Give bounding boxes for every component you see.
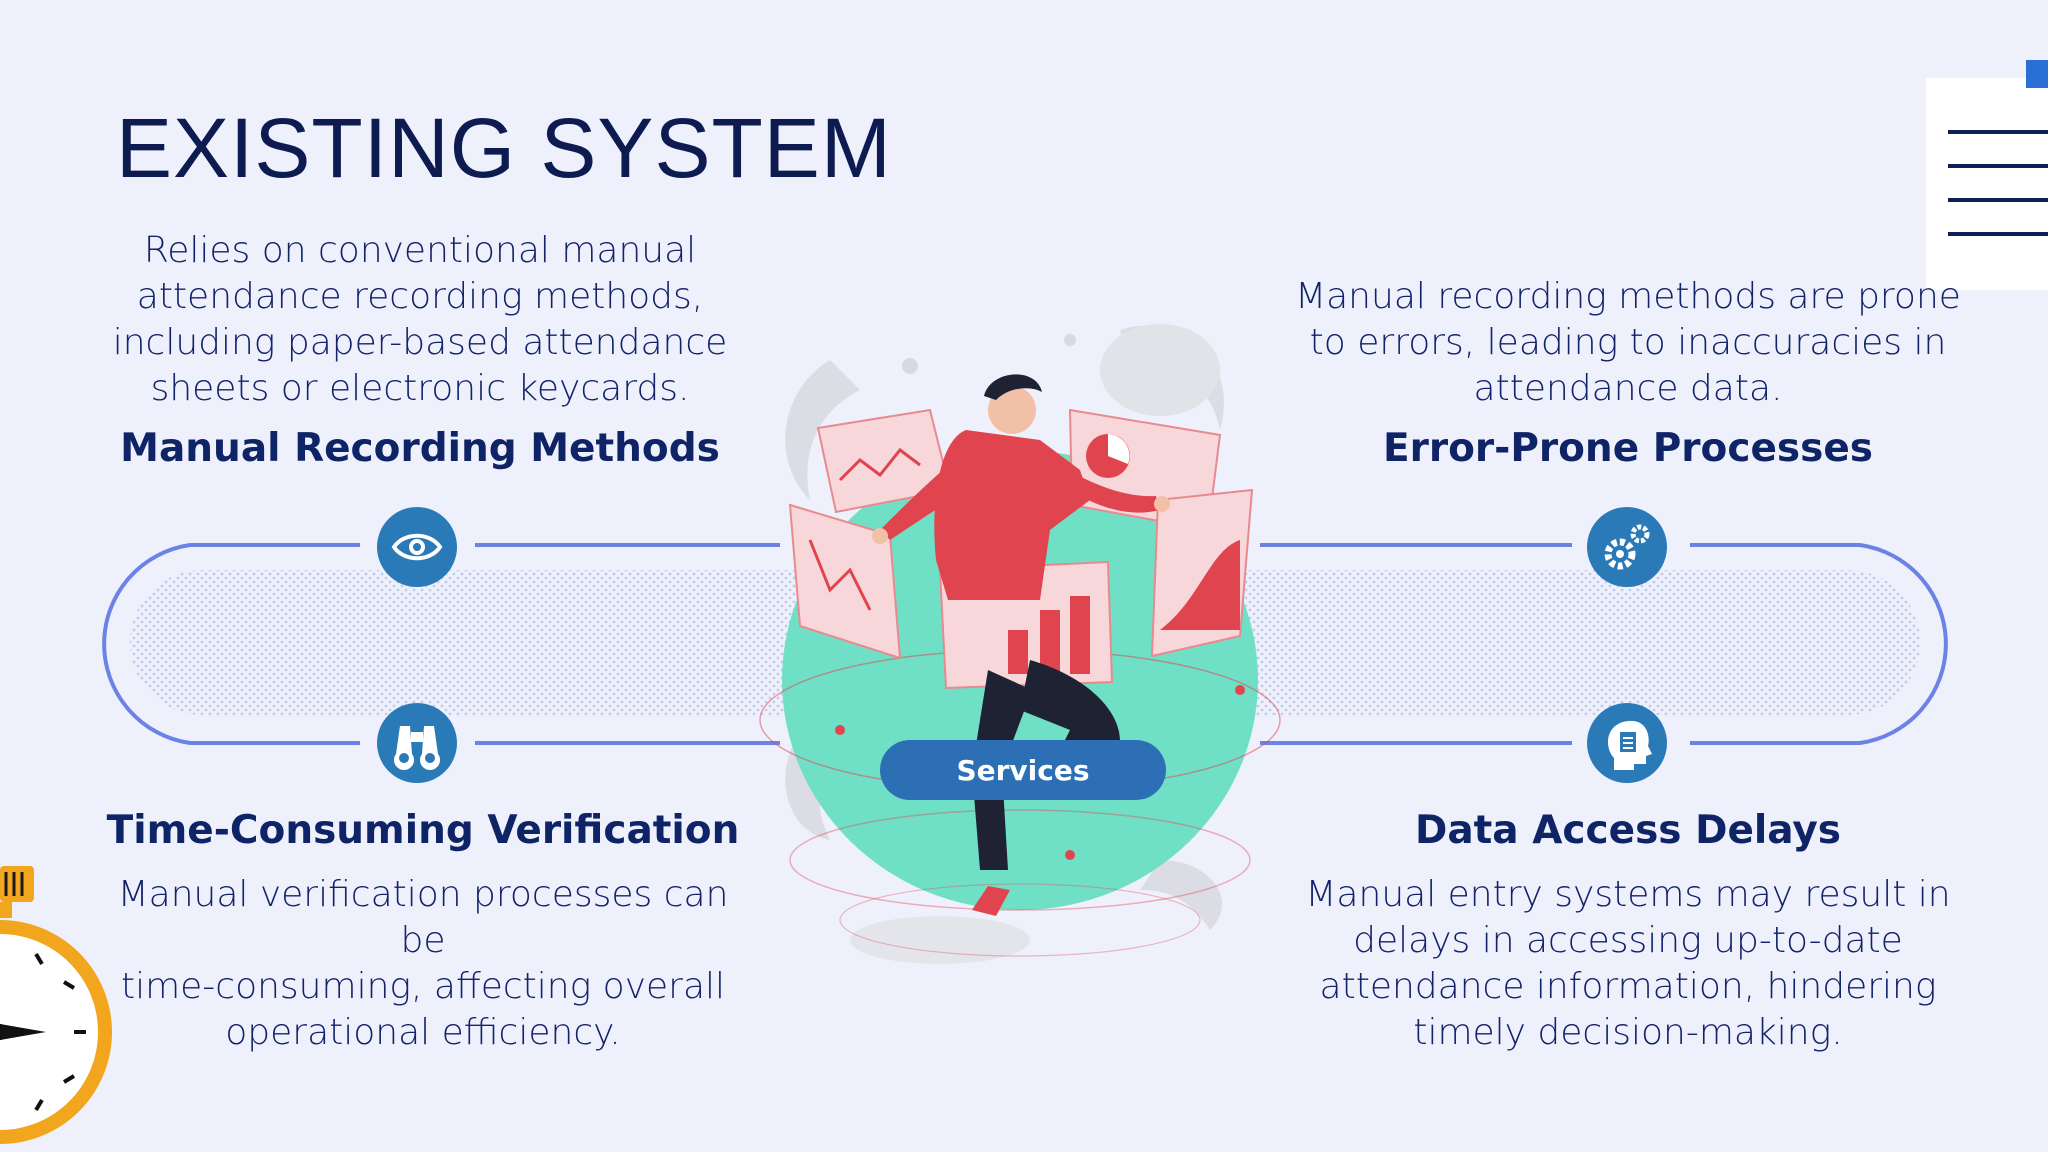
time-consuming-description: Manual verification processes can be tim…: [90, 872, 756, 1056]
description-line: Relies on conventional manual: [143, 230, 697, 271]
manual-recording-description: Relies on conventional manual attendance…: [110, 228, 730, 412]
services-badge: Services: [880, 740, 1166, 800]
description-line: delays in accessing up-to-date: [1353, 920, 1903, 961]
document-decoration: [1926, 60, 2048, 290]
eye-icon: [377, 507, 457, 587]
description-line: time-consuming, affecting overall: [120, 966, 726, 1007]
description-line: Manual recording methods are prone: [1295, 276, 1961, 317]
description-line: sheets or electronic keycards.: [150, 368, 690, 409]
head-document-icon: [1587, 703, 1667, 783]
description-line: attendance data.: [1473, 368, 1783, 409]
description-line: including paper-based attendance: [112, 322, 728, 363]
description-line: operational efficiency.: [225, 1012, 621, 1053]
description-line: timely decision-making.: [1413, 1012, 1843, 1053]
data-access-description: Manual entry systems may result in delay…: [1288, 872, 1968, 1056]
person-with-dashboards-illustration: [759, 324, 1281, 964]
binoculars-icon: [377, 703, 457, 783]
stopwatch-decoration: [0, 866, 112, 1144]
description-line: attendance information, hindering: [1319, 966, 1937, 1007]
error-prone-heading: Error-Prone Processes: [1383, 426, 1873, 471]
slide-title: EXISTING SYSTEM: [116, 101, 892, 195]
data-access-heading: Data Access Delays: [1414, 808, 1842, 853]
description-line: Manual verification processes can be: [117, 874, 729, 961]
description-line: Manual entry systems may result in: [1305, 874, 1951, 915]
description-line: to errors, leading to inaccuracies in: [1309, 322, 1947, 363]
manual-recording-heading: Manual Recording Methods: [120, 426, 720, 471]
description-line: attendance recording methods,: [136, 276, 704, 317]
time-consuming-heading: Time-Consuming Verification: [106, 808, 740, 853]
gears-icon: [1587, 507, 1667, 587]
error-prone-description: Manual recording methods are prone to er…: [1288, 274, 1968, 412]
